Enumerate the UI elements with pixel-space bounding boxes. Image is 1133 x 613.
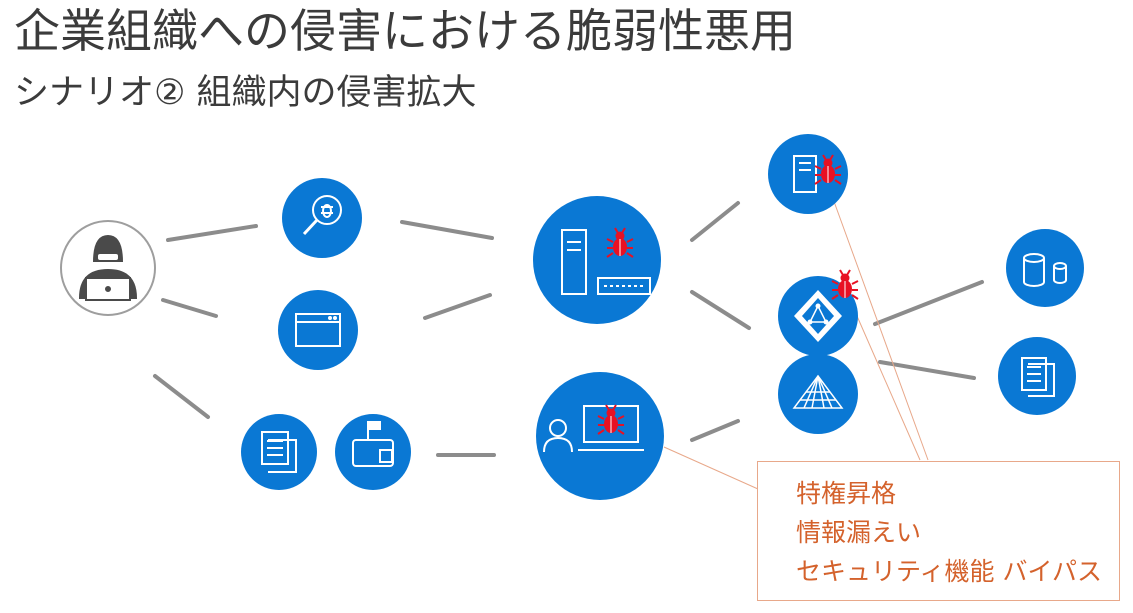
document-icon — [261, 431, 297, 473]
callout-item-privilege-escalation: 特権昇格 — [796, 479, 897, 508]
browser-window-icon — [295, 313, 341, 347]
bug-search-node — [282, 178, 362, 258]
callout-item-information-disclosure: 情報漏えい — [796, 518, 922, 547]
slide-subtitle: シナリオ② 組織内の侵害拡大 — [14, 73, 477, 113]
browser-node — [278, 290, 358, 370]
active-directory-node — [778, 269, 859, 356]
document-node — [241, 414, 317, 490]
document-stack-node — [998, 337, 1076, 415]
impact-callout-box: 特権昇格 情報漏えい セキュリティ機能 バイパス — [757, 461, 1120, 601]
active-directory-icon — [794, 290, 842, 342]
user-workstation-icon — [543, 405, 644, 453]
attacker-node — [60, 220, 156, 316]
database-icon — [1023, 253, 1067, 287]
document-stack-icon — [1021, 357, 1055, 397]
bug-search-icon — [302, 195, 342, 236]
network-pyramid-icon — [792, 374, 844, 409]
user-workstation-node — [536, 372, 664, 500]
slide-title: 企業組織への侵害における脆弱性悪用 — [14, 4, 796, 58]
network-pyramid-node — [778, 354, 858, 434]
database-node — [1006, 229, 1084, 307]
server-icon — [561, 229, 651, 295]
callout-item-security-feature-bypass: セキュリティ機能 バイパス — [796, 557, 1102, 586]
server-node — [533, 196, 661, 324]
callout-pointer-lines — [663, 195, 929, 490]
mailbox-node — [335, 414, 411, 490]
mobile-device-node — [768, 134, 848, 214]
mailbox-icon — [352, 421, 394, 467]
attacker-icon — [78, 234, 138, 301]
connector-lines — [153, 201, 984, 457]
